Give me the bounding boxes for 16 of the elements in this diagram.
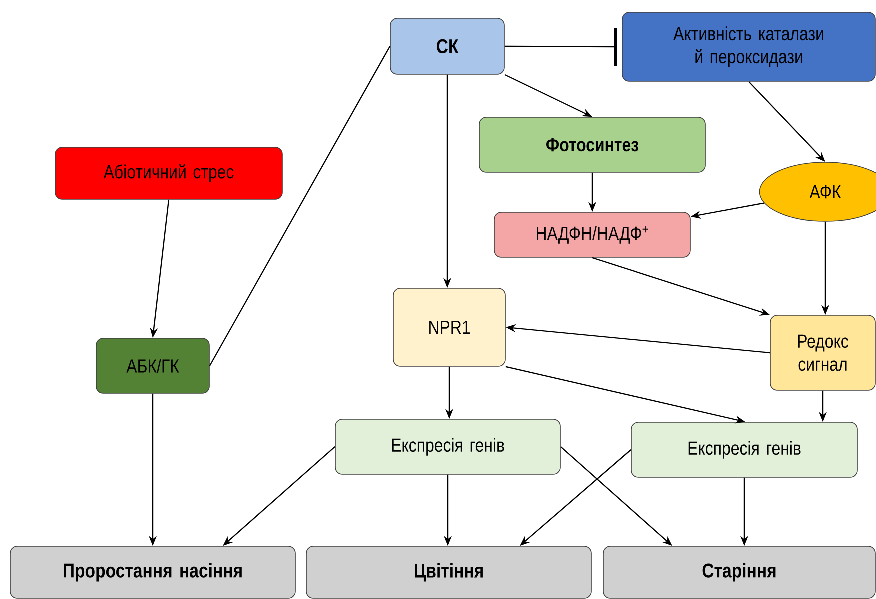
- connector-line: [209, 46, 391, 366]
- process-box: Старіння: [603, 546, 876, 599]
- process-box: Експресія генів: [335, 419, 561, 475]
- process-box: СК: [390, 18, 505, 75]
- ellipse-node: АФК: [759, 162, 876, 222]
- process-box: Експресія генів: [631, 422, 858, 478]
- process-box: Абіотичний стрес: [55, 147, 283, 200]
- process-box: Активність каталази й пероксидази: [622, 12, 876, 82]
- process-box: Цвітіння: [306, 546, 592, 599]
- process-box: Проростання насіння: [10, 546, 296, 599]
- process-box: Редокс сигнал: [770, 315, 876, 391]
- process-box: NPR1: [393, 288, 506, 367]
- process-box: АБК/ГК: [96, 338, 210, 394]
- process-box: НАДФН/НАДФ$^{+}$: [494, 212, 691, 258]
- inhibition-line: [504, 28, 618, 66]
- process-box: Фотосинтез: [479, 117, 706, 173]
